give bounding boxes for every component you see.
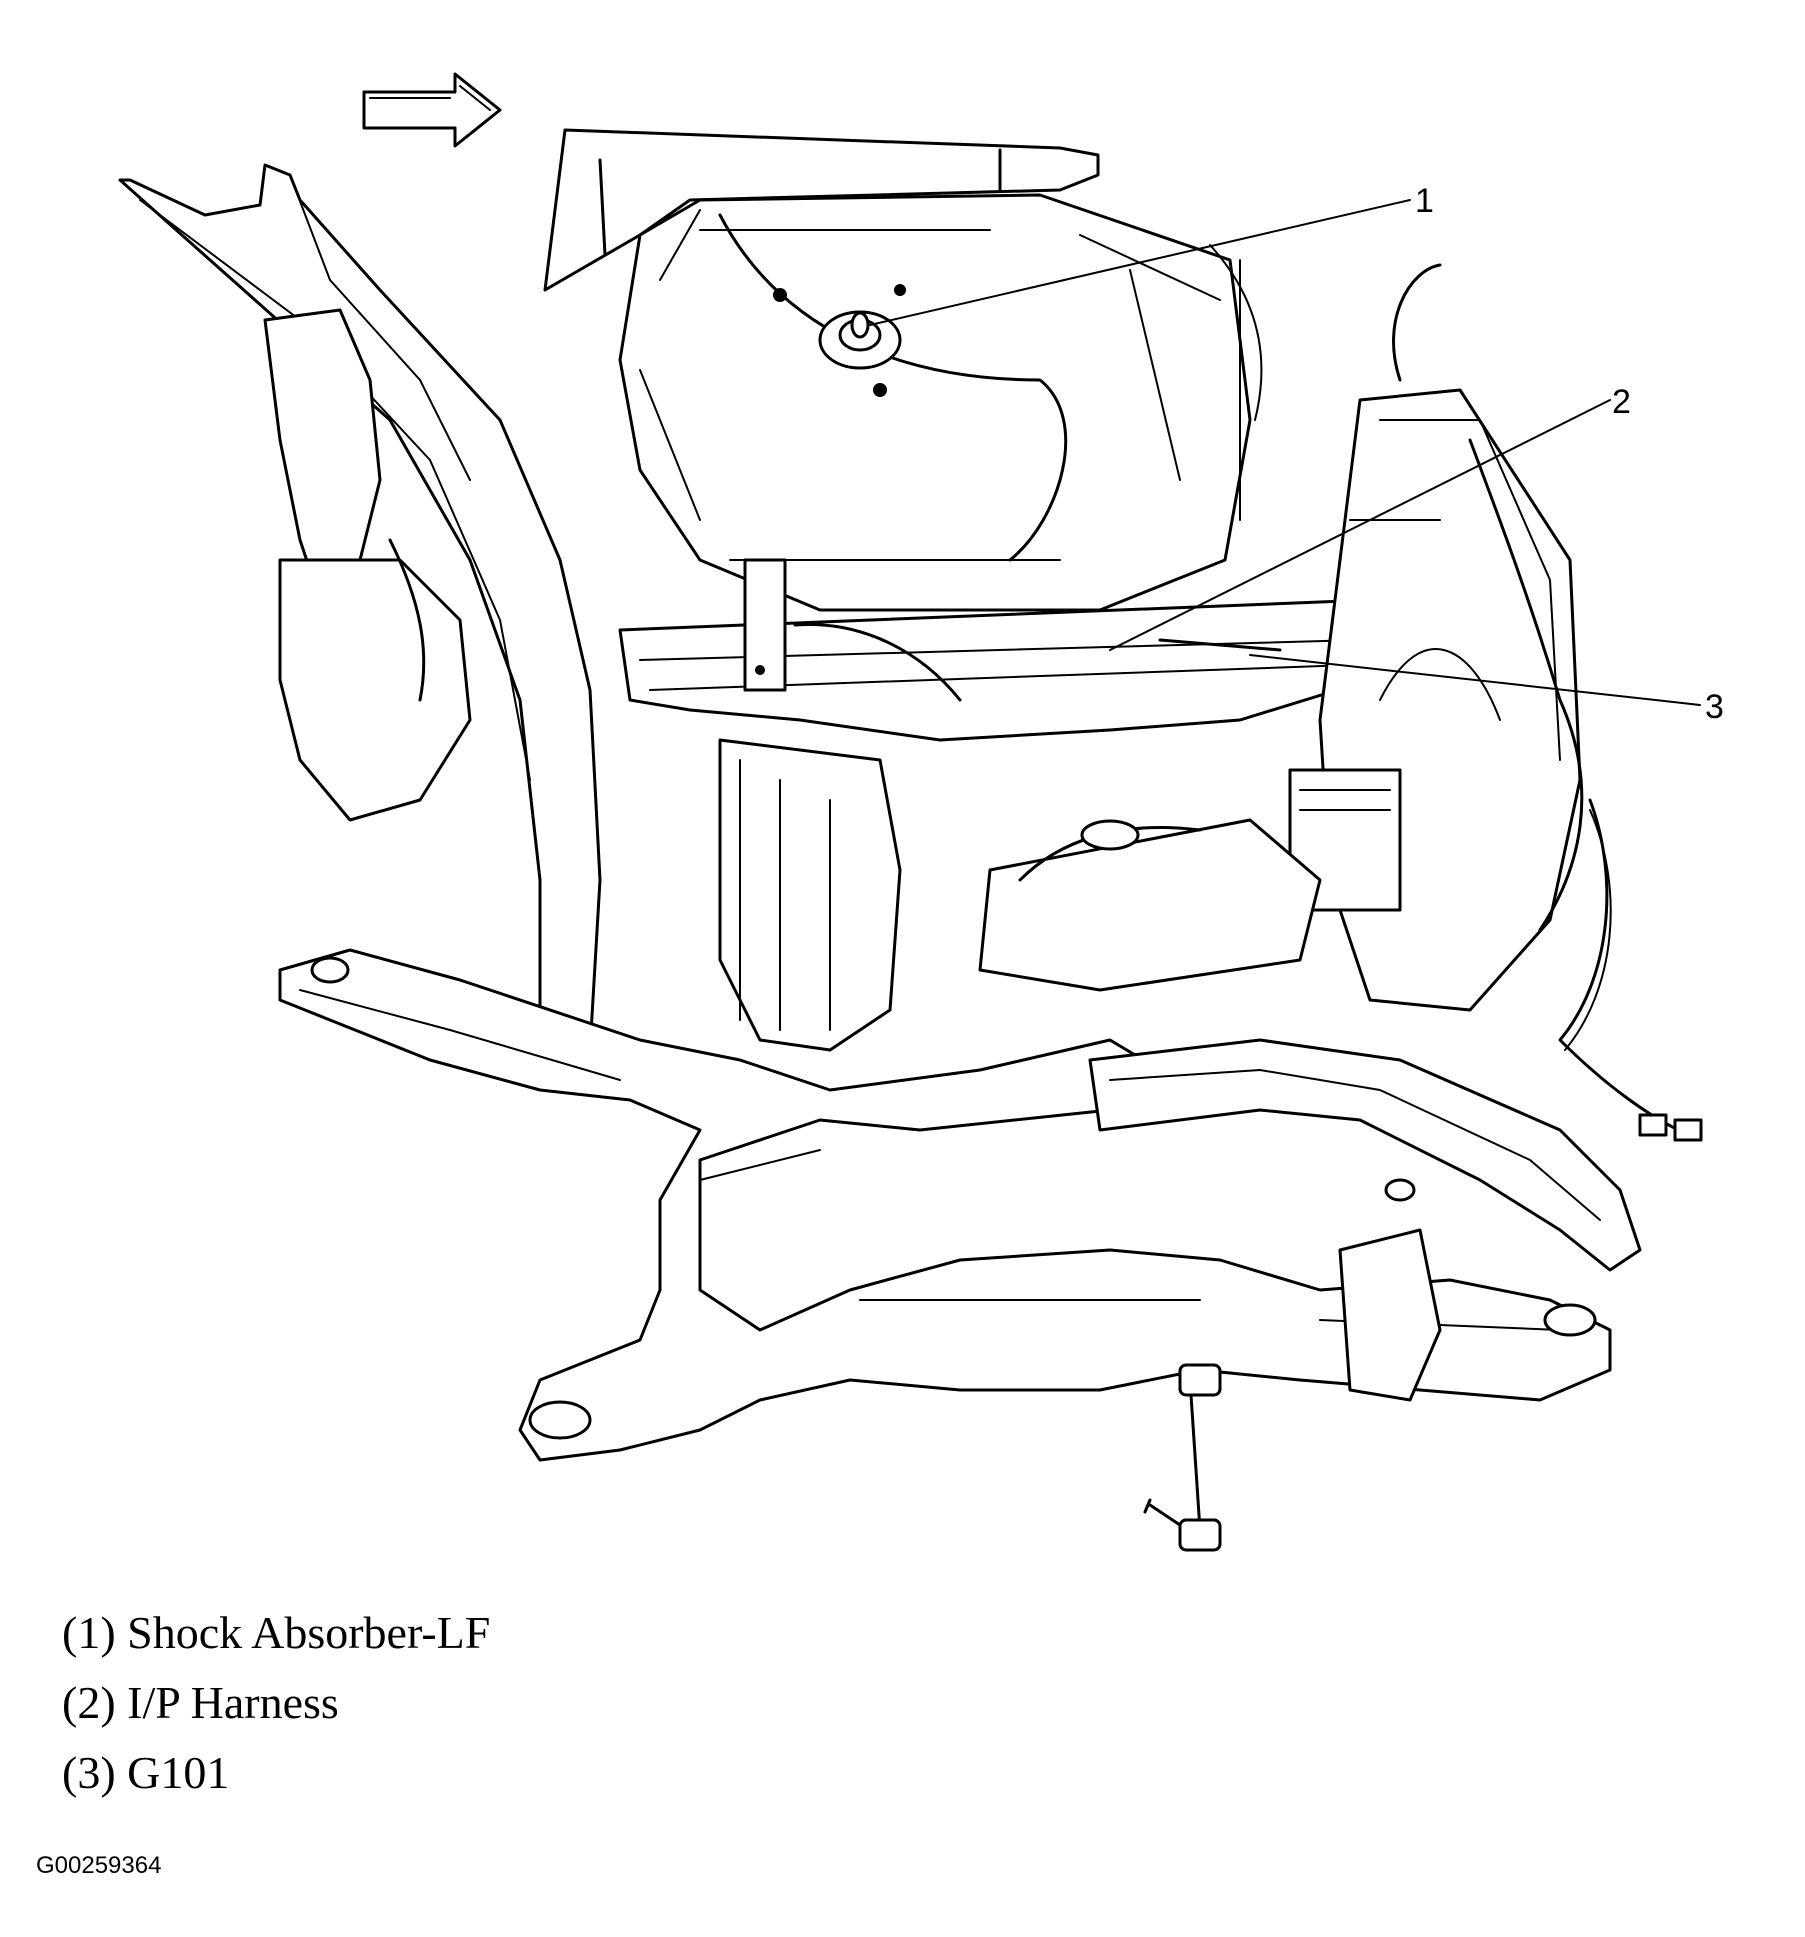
front-subframe [278, 948, 1612, 1462]
callout-number-2: 2 [1612, 383, 1631, 421]
left-fender-rail [118, 163, 602, 1052]
callout-leaders [869, 199, 1701, 706]
front-lower-bar [1088, 1038, 1642, 1402]
shock-absorber-lf [773, 284, 906, 397]
stabilizer-link [1143, 1363, 1222, 1552]
legend-item: (2) I/P Harness [62, 1677, 339, 1728]
legend-item: (1) Shock Absorber-LF [62, 1607, 491, 1658]
ip-harness-crossmember [618, 558, 1372, 742]
callout-number-1: 1 [1415, 182, 1434, 220]
figure-id: G00259364 [36, 1852, 162, 1879]
right-harness [1558, 798, 1703, 1142]
radiator-support [1288, 263, 1584, 1012]
callout-legend: (1) Shock Absorber-LF (2) I/P Harness (3… [62, 1598, 490, 1808]
forward-direction-arrow-icon [362, 72, 502, 148]
center-components [718, 738, 1322, 1052]
legend-item: (3) G101 [62, 1747, 230, 1798]
front-suspension-illustration: 1 2 3 [118, 72, 1724, 1552]
callout-number-3: 3 [1705, 688, 1724, 726]
strut-tower-panel [543, 128, 1263, 612]
